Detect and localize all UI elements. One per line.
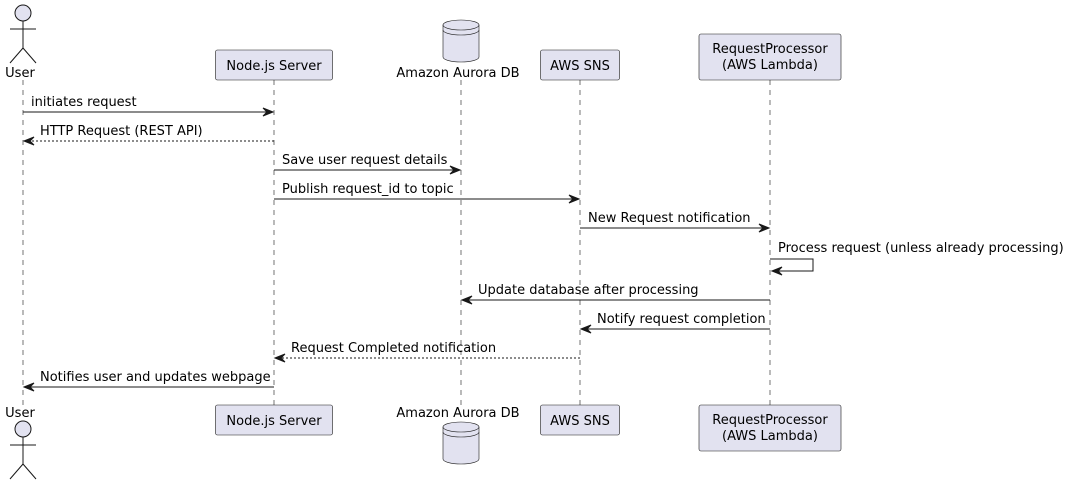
message-label: Notifies user and updates webpage [40,370,271,385]
message-label: Process request (unless already processi… [778,241,1064,256]
participant-sns-top: AWS SNS [540,49,620,81]
message-9: Request Completed notification [273,341,580,363]
participant-aurora-top: Amazon Aurora DB [396,19,520,81]
database-icon [442,421,480,465]
message-arrow [770,258,814,272]
participant-box [540,404,620,436]
participant-user-bottom: User [5,406,37,480]
message-label: Request Completed notification [291,341,496,356]
message-label: initiates request [31,95,137,110]
participant-aurora-bottom: Amazon Aurora DB [396,406,520,465]
participant-node-top: Node.js Server [215,49,333,81]
message-10: Notifies user and updates webpage [22,370,274,392]
actor-icon [9,420,37,480]
message-2: HTTP Request (REST API) [22,124,274,146]
participant-label: RequestProcessor(AWS Lambda) [712,413,828,444]
participant-box [215,404,333,436]
participant-box [215,49,333,81]
message-1: initiates request [23,95,275,117]
message-label: Notify request completion [597,312,766,327]
participant-label: AWS SNS [550,59,610,74]
participant-label: User [5,406,35,421]
message-3: Save user request details [274,153,462,175]
actor-icon [9,4,37,64]
participant-label: Amazon Aurora DB [396,406,519,421]
message-label: HTTP Request (REST API) [40,124,203,139]
participant-node-bottom: Node.js Server [215,404,333,436]
participant-label: User [5,66,35,81]
participant-box [698,33,842,81]
participant-label: Node.js Server [226,59,322,74]
database-icon [442,19,480,63]
participant-label: Amazon Aurora DB [396,66,519,81]
message-label: New Request notification [588,211,751,226]
participant-sns-bottom: AWS SNS [540,404,620,436]
message-7: Update database after processing [460,283,770,305]
message-6: Process request (unless already processi… [770,241,1064,276]
participant-lambda-bottom: RequestProcessor(AWS Lambda) [698,404,842,452]
participant-label: Node.js Server [226,414,322,429]
participant-lambda-top: RequestProcessor(AWS Lambda) [698,33,842,81]
message-label: Update database after processing [478,283,699,298]
message-8: Notify request completion [579,312,770,334]
participant-label: AWS SNS [550,414,610,429]
participant-label: RequestProcessor(AWS Lambda) [712,42,828,73]
message-4: Publish request_id to topic [274,182,581,204]
participant-box [540,49,620,81]
message-label: Save user request details [282,153,448,168]
participant-user-top: User [5,4,37,81]
participant-box [698,404,842,452]
message-label: Publish request_id to topic [282,182,454,197]
message-5: New Request notification [580,211,771,233]
